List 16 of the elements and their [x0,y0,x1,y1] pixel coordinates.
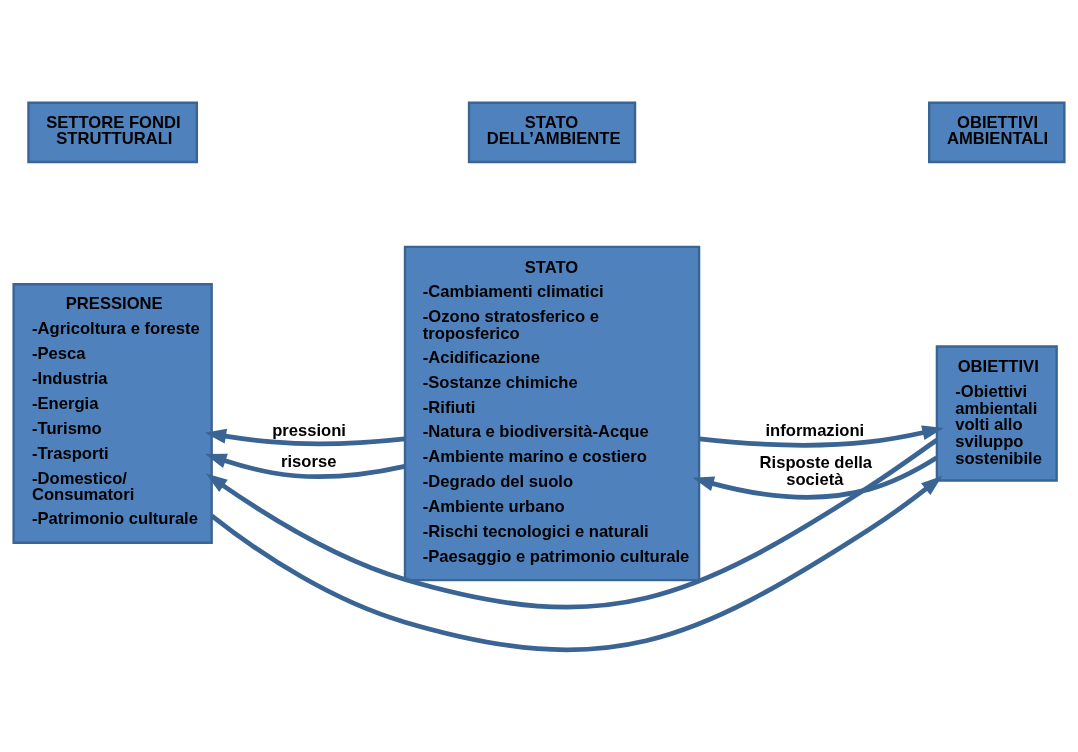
node-box: SETTORE FONDI STRUTTURALI [27,101,199,163]
arrow [205,437,939,609]
edge-label: informazioni [765,420,865,440]
node-box: STATO DELL’AMBIENTE [467,101,637,163]
node-box: OBIETTIVI -Obiettivi ambientali volti allo sviluppo sostenibile [935,344,1058,482]
arrow [692,455,938,500]
node-box: PRESSIONE -Agricoltura e foreste -Pesca -Industria -Energia -Turismo -Trasporti -Domestico/ Consumatori -Patrimonio culturale [12,282,213,544]
arrow [205,453,406,479]
arrow [210,475,943,652]
node-box: STATO -Cambiamenti climatici -Ozono stratosferico e troposferico -Acidificazione -Sostanze chimiche -Rifiuti -Natura e biodiversità-Acque -Ambiente marino e costiero -Degrado del suolo -Ambiente urbano -Rischi tecnologici e naturali -Paesaggio e patrimonio culturale [403,245,701,581]
edge-label: pressioni [272,420,346,440]
edge-label: Risposte della società [759,452,873,489]
edge-label: risorse [281,451,337,471]
arrow [204,428,406,446]
arrow [699,424,944,448]
node-box: OBIETTIVI AMBIENTALI [928,101,1066,163]
